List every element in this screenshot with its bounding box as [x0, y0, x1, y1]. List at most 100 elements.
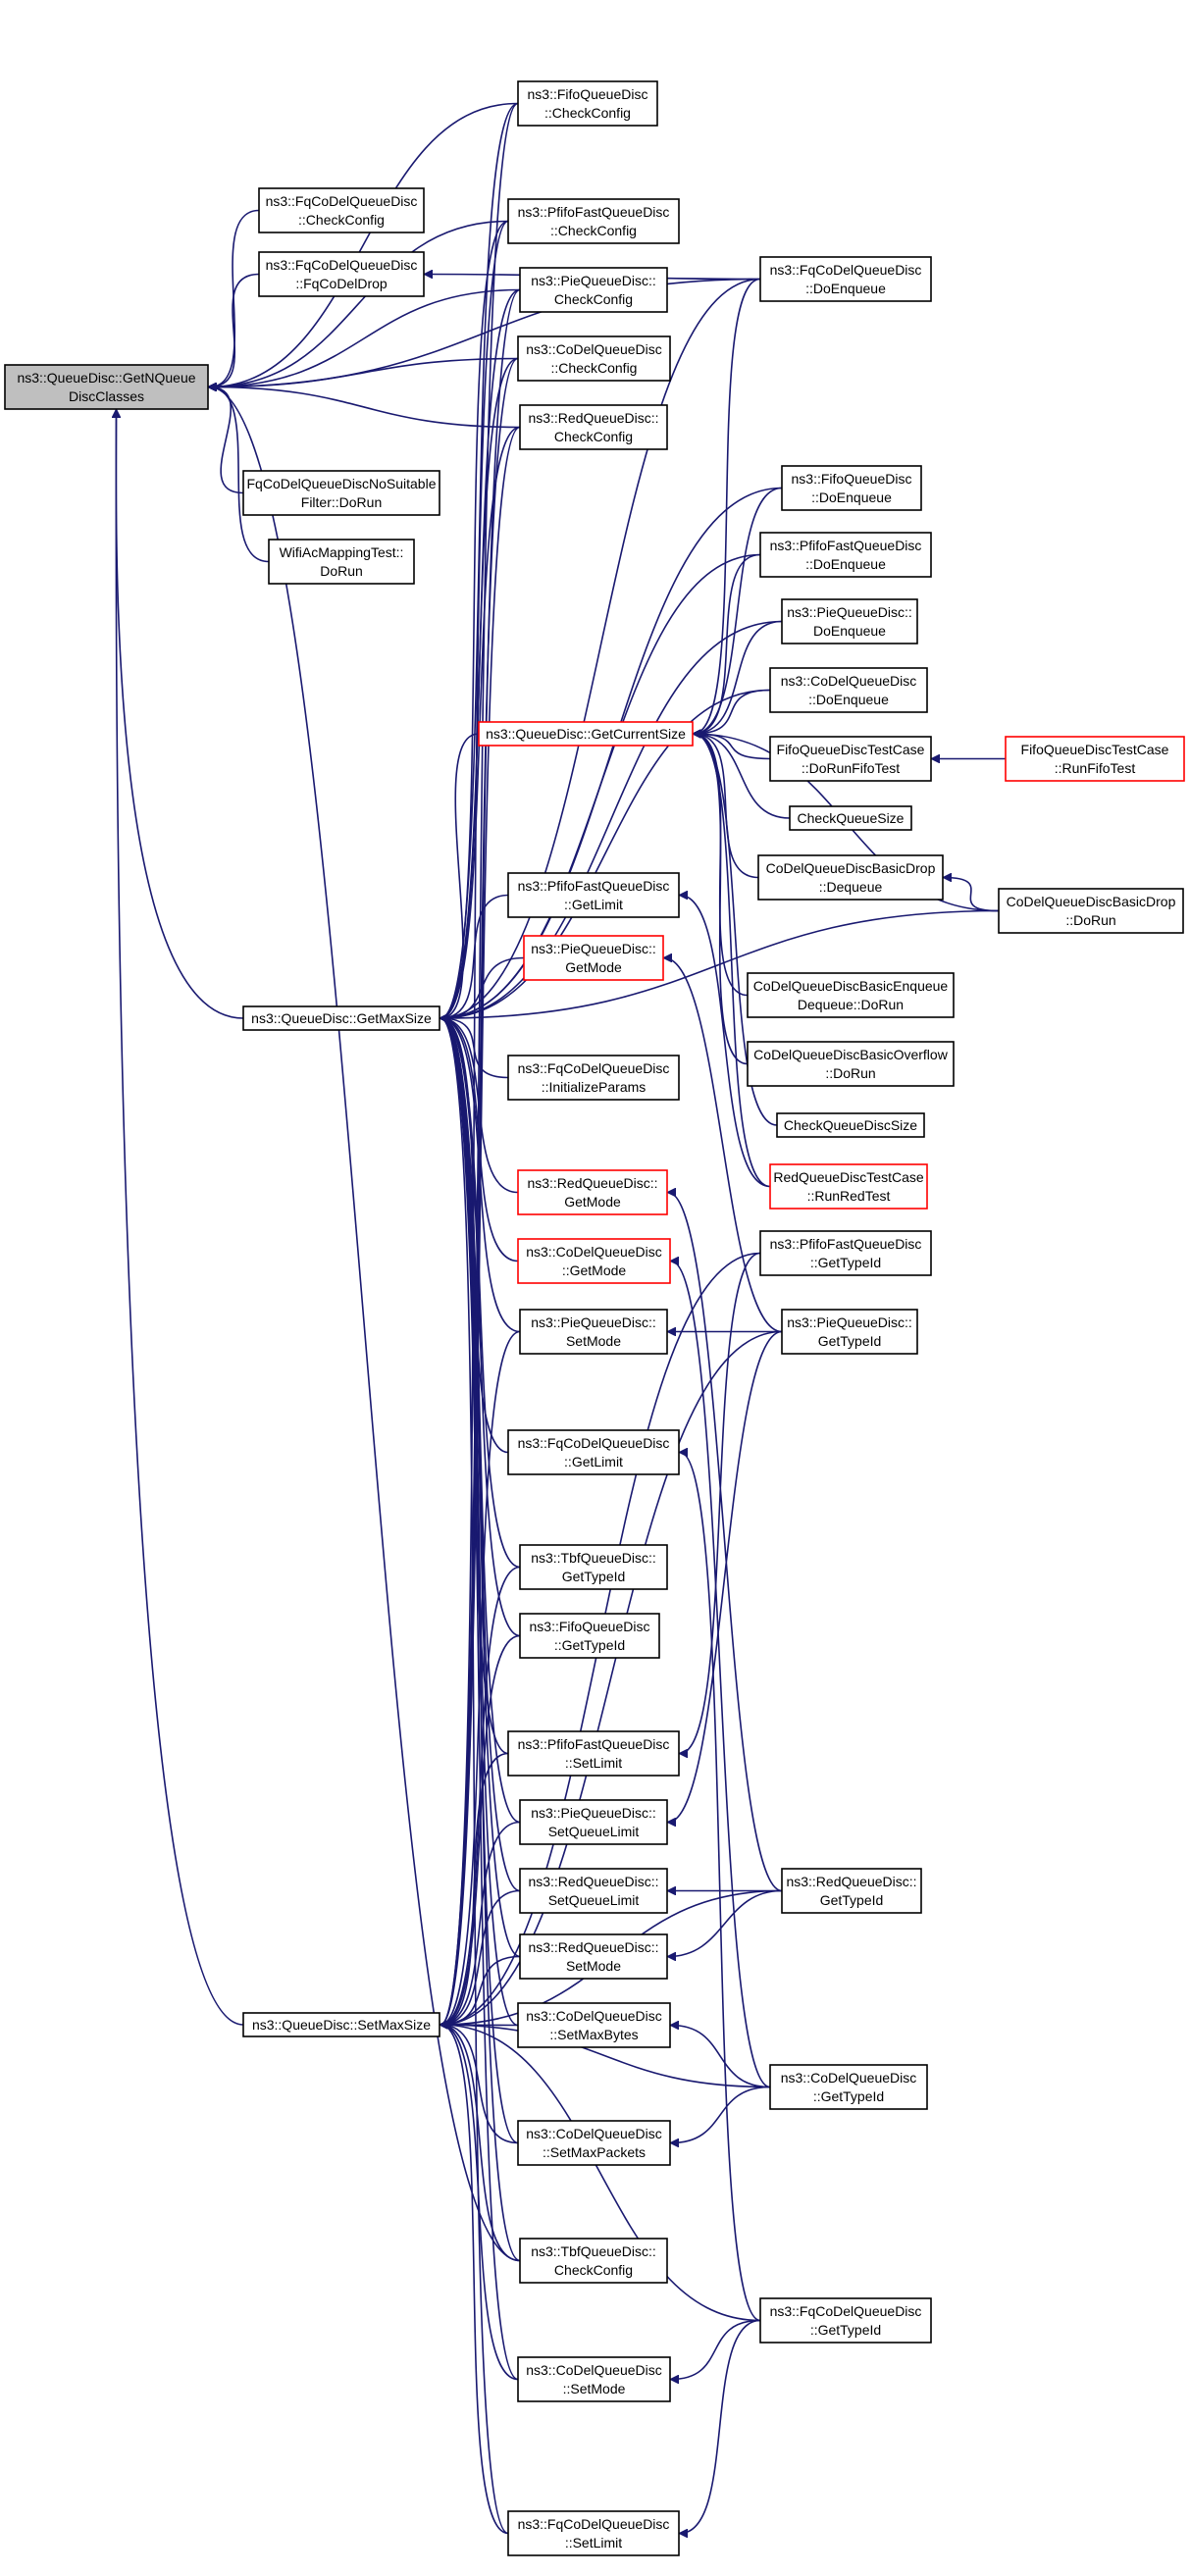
node-label-line: ns3::RedQueueDisc:: — [528, 1874, 658, 1889]
node-pie-setqueuelimit[interactable]: ns3::PieQueueDisc::SetQueueLimit — [519, 1799, 668, 1845]
node-red-gettypeid[interactable]: ns3::RedQueueDisc::GetTypeId — [781, 1868, 922, 1914]
node-checkqueuedisc-size[interactable]: CheckQueueDiscSize — [776, 1112, 925, 1138]
edge-fqcodel-gettypeid-to-setmaxsize — [440, 2025, 761, 2322]
node-codel-doenqueue[interactable]: ns3::CoDelQueueDisc::DoEnqueue — [769, 667, 928, 713]
node-red-getmode[interactable]: ns3::RedQueueDisc::GetMode — [517, 1169, 668, 1215]
node-red-setqueuelimit[interactable]: ns3::RedQueueDisc::SetQueueLimit — [519, 1868, 668, 1914]
node-codel-basicoverflow[interactable]: CoDelQueueDiscBasicOverflow::DoRun — [747, 1041, 955, 1087]
node-codel-basicdrop-dequeue[interactable]: CoDelQueueDiscBasicDrop::Dequeue — [757, 854, 944, 901]
node-codel-setmode[interactable]: ns3::CoDelQueueDisc::SetMode — [517, 2356, 671, 2402]
edge-pie-checkconfig-to-root — [209, 288, 521, 387]
node-box — [517, 2120, 671, 2166]
node-pfifo-gettypeid[interactable]: ns3::PfifoFastQueueDisc::GetTypeId — [759, 1230, 932, 1276]
node-box — [769, 1163, 928, 1210]
edge-pie-gettypeid-to-pie-setqueuelimit — [668, 1330, 783, 1823]
node-box — [747, 1041, 955, 1087]
node-codel-gettypeid[interactable]: ns3::CoDelQueueDisc::GetTypeId — [769, 2064, 928, 2110]
node-label-line: ::DoRun — [825, 1065, 875, 1081]
edge-codel-doenqueue-to-getmaxsize — [440, 689, 771, 1019]
node-pfifo-setlimit[interactable]: ns3::PfifoFastQueueDisc::SetLimit — [507, 1730, 680, 1777]
node-fqcodel-fqcodeldrop[interactable]: ns3::FqCoDelQueueDisc::FqCoDelDrop — [258, 251, 425, 297]
node-label-line: ::SetLimit — [565, 1755, 622, 1771]
node-wifiac-mapping[interactable]: WifiAcMappingTest::DoRun — [268, 539, 415, 585]
node-box — [268, 539, 415, 585]
node-tbf-gettypeid[interactable]: ns3::TbfQueueDisc::GetTypeId — [519, 1544, 668, 1590]
node-codel-basicdrop-dorun[interactable]: CoDelQueueDiscBasicDrop::DoRun — [998, 888, 1184, 934]
edge-pfifo-setlimit-to-setmaxsize — [440, 1752, 509, 2026]
node-pie-setmode[interactable]: ns3::PieQueueDisc::SetMode — [519, 1309, 668, 1355]
edge-pfifo-getlimit-to-getmaxsize — [440, 894, 509, 1019]
node-label-line: CheckConfig — [554, 429, 633, 444]
node-label-line: GetTypeId — [820, 1892, 884, 1908]
node-label-line: ::SetMaxBytes — [549, 2027, 638, 2042]
node-box — [242, 470, 440, 516]
node-red-testcase-runred[interactable]: RedQueueDiscTestCase::RunRedTest — [769, 1163, 928, 1210]
node-box — [519, 1933, 668, 1980]
node-red-setmode[interactable]: ns3::RedQueueDisc::SetMode — [519, 1933, 668, 1980]
node-pfifo-getlimit[interactable]: ns3::PfifoFastQueueDisc::GetLimit — [507, 872, 680, 918]
node-pie-getmode[interactable]: ns3::PieQueueDisc::GetMode — [523, 935, 664, 981]
node-box — [507, 1055, 680, 1101]
node-pie-checkconfig[interactable]: ns3::PieQueueDisc::CheckConfig — [519, 267, 668, 313]
node-box — [519, 404, 668, 450]
call-nodes: ns3::QueueDisc::GetNQueueDiscClassesns3:… — [4, 80, 1185, 2556]
node-codel-setmaxbytes[interactable]: ns3::CoDelQueueDisc::SetMaxBytes — [517, 2002, 671, 2048]
node-setmaxsize[interactable]: ns3::QueueDisc::SetMaxSize — [242, 2012, 440, 2037]
node-getcurrentsize[interactable]: ns3::QueueDisc::GetCurrentSize — [478, 721, 694, 747]
node-fifo-doenqueue[interactable]: ns3::FifoQueueDisc::DoEnqueue — [781, 465, 922, 511]
edge-pie-gettypeid-to-setmaxsize — [440, 1330, 783, 2026]
node-checkqueuesize[interactable]: CheckQueueSize — [789, 805, 912, 831]
node-label-line: CheckConfig — [554, 2262, 633, 2278]
edge-codel-gettypeid-to-codel-setmaxpackets — [671, 2086, 771, 2143]
node-box — [769, 667, 928, 713]
edge-codel-setmaxpackets-to-setmaxsize — [440, 2025, 519, 2144]
node-fqcodel-doenqueue[interactable]: ns3::FqCoDelQueueDisc::DoEnqueue — [759, 256, 932, 302]
node-label-line: WifiAcMappingTest:: — [280, 544, 404, 560]
node-box — [258, 251, 425, 297]
edge-fqcodel-doenqueue-to-getmaxsize — [440, 278, 761, 1019]
edge-codel-checkconfig-to-getmaxsize — [440, 357, 519, 1019]
node-pie-gettypeid[interactable]: ns3::PieQueueDisc::GetTypeId — [781, 1309, 918, 1355]
node-fqcodel-getlimit[interactable]: ns3::FqCoDelQueueDisc::GetLimit — [507, 1429, 680, 1475]
node-fifo-testcase-dorunfifo[interactable]: FifoQueueDiscTestCase::DoRunFifoTest — [769, 736, 932, 782]
node-pfifo-doenqueue[interactable]: ns3::PfifoFastQueueDisc::DoEnqueue — [759, 532, 932, 578]
edge-fqcodel-gettypeid-to-fqcodel-getlimit — [680, 1453, 761, 2322]
node-label-line: ns3::PieQueueDisc:: — [787, 1314, 912, 1330]
node-fifo-testcase-runfifo[interactable]: FifoQueueDiscTestCase::RunFifoTest — [1005, 736, 1185, 782]
call-edges — [116, 102, 1007, 2534]
node-label-line: ns3::PfifoFastQueueDisc — [518, 204, 670, 220]
node-label-line: SetQueueLimit — [548, 1824, 640, 1839]
edge-pie-setmode-to-setmaxsize — [440, 1330, 521, 2026]
node-red-checkconfig[interactable]: ns3::RedQueueDisc::CheckConfig — [519, 404, 668, 450]
node-box — [759, 1230, 932, 1276]
node-codel-getmode[interactable]: ns3::CoDelQueueDisc::GetMode — [517, 1238, 671, 1284]
node-label-line: GetTypeId — [818, 1333, 882, 1349]
node-label-line: ns3::PfifoFastQueueDisc — [518, 1736, 670, 1752]
edge-codel-gettypeid-to-codel-setmaxbytes — [671, 2026, 771, 2088]
node-box — [507, 872, 680, 918]
edge-codel-setmaxbytes-to-getmaxsize — [440, 1018, 519, 2027]
node-box — [781, 1309, 918, 1355]
edge-fqcodel-gettypeid-to-fqcodel-setlimit — [680, 2319, 761, 2534]
node-fqcodel-checkconfig[interactable]: ns3::FqCoDelQueueDisc::CheckConfig — [258, 187, 425, 233]
node-label-line: ns3::PieQueueDisc:: — [787, 604, 912, 620]
node-fqcodel-setlimit[interactable]: ns3::FqCoDelQueueDisc::SetLimit — [507, 2510, 680, 2556]
node-fqcodel-initparams[interactable]: ns3::FqCoDelQueueDisc::InitializeParams — [507, 1055, 680, 1101]
node-codel-checkconfig[interactable]: ns3::CoDelQueueDisc::CheckConfig — [517, 335, 671, 382]
node-fifo-gettypeid[interactable]: ns3::FifoQueueDisc::GetTypeId — [519, 1613, 660, 1659]
node-pie-doenqueue[interactable]: ns3::PieQueueDisc::DoEnqueue — [781, 598, 918, 644]
node-fifo-checkconfig[interactable]: ns3::FifoQueueDisc::CheckConfig — [517, 80, 658, 127]
node-label-line: CoDelQueueDiscBasicOverflow — [753, 1047, 949, 1062]
node-codel-setmaxpackets[interactable]: ns3::CoDelQueueDisc::SetMaxPackets — [517, 2120, 671, 2166]
node-box — [517, 80, 658, 127]
node-fqcodel-gettypeid[interactable]: ns3::FqCoDelQueueDisc::GetTypeId — [759, 2297, 932, 2344]
node-pfifo-checkconfig[interactable]: ns3::PfifoFastQueueDisc::CheckConfig — [507, 198, 680, 244]
node-box — [757, 854, 944, 901]
node-box — [781, 598, 918, 644]
node-label-line: CheckQueueDiscSize — [784, 1117, 917, 1133]
node-getmaxsize[interactable]: ns3::QueueDisc::GetMaxSize — [242, 1005, 440, 1031]
node-tbf-checkconfig[interactable]: ns3::TbfQueueDisc::CheckConfig — [519, 2238, 668, 2284]
